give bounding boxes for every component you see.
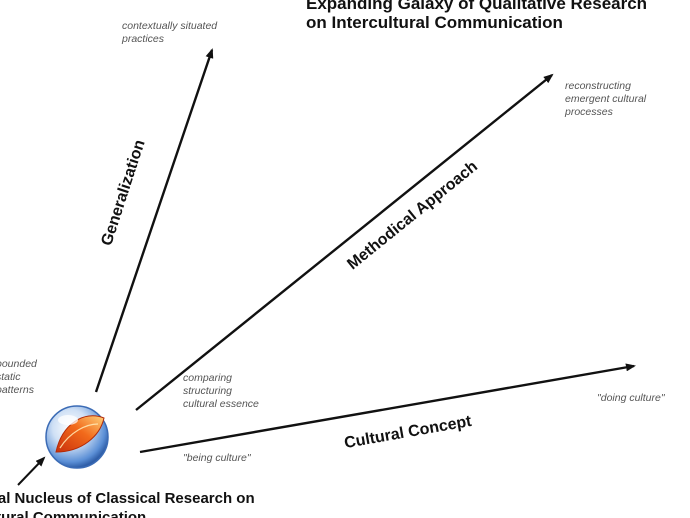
nucleus-start-note: bounded static patterns (0, 358, 37, 396)
nucleus-pointer-arrow (17, 456, 46, 486)
cultural-concept-start-note: "being culture" (183, 452, 251, 464)
cultural-concept-end-note: "doing culture" (597, 392, 665, 404)
cultural-concept-arrow (139, 363, 636, 454)
methodical-approach-start-note: comparing structuring cultural essence (183, 372, 259, 410)
methodical-approach-end-note: reconstructing emergent cultural process… (565, 80, 647, 118)
methodical-approach-arrow (135, 73, 554, 411)
glass-sphere-icon (45, 405, 109, 469)
nucleus-title-line1: Historical Nucleus of Classical Research… (0, 490, 255, 507)
generalization-arrow (94, 48, 214, 393)
main-title-line1: Expanding Galaxy of Qualitative Research (306, 0, 648, 13)
nucleus-title-line2: Intercultural Communication (0, 509, 147, 518)
generalization-end-note: contextually situated practices (122, 20, 218, 45)
main-title-line2: on Intercultural Communication (306, 13, 563, 32)
